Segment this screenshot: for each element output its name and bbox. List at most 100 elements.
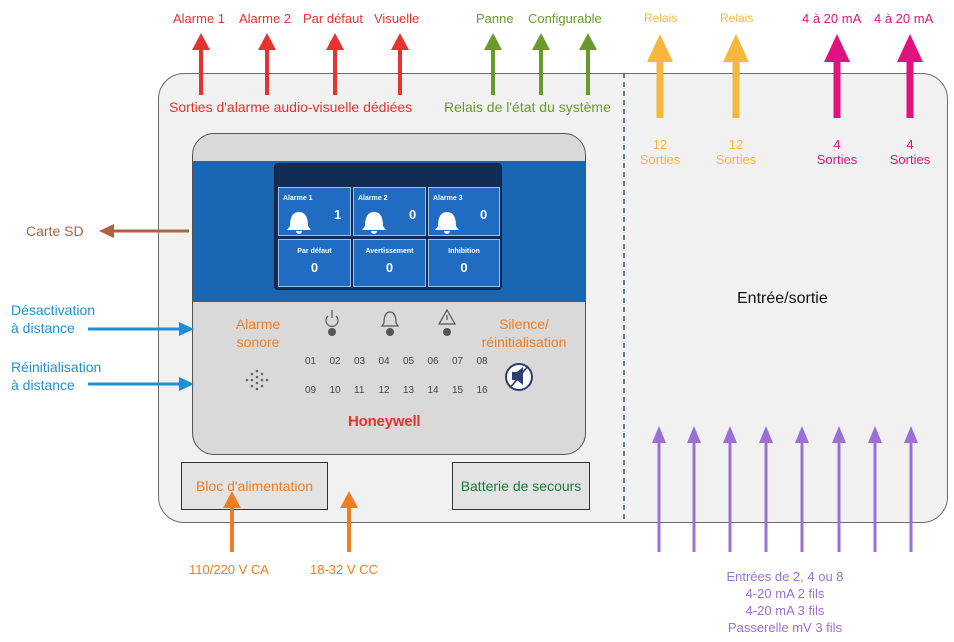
- inputs-label: Entrées de 2, 4 ou 8 4-20 mA 2 fils 4-20…: [700, 568, 870, 636]
- channel-label: 07: [452, 356, 464, 367]
- inputs-line3: 4-20 mA 3 fils: [745, 603, 825, 618]
- sd-card-label: Carte SD: [26, 223, 84, 239]
- audio-visual-group-label: Sorties d'alarme audio-visuelle dédiées: [169, 99, 413, 115]
- label-alarm-1: Alarme 1: [173, 11, 226, 26]
- count-number: 12: [652, 137, 668, 152]
- arrow-analog-2: [897, 34, 923, 62]
- channel-label: 12: [378, 385, 390, 396]
- channel-label: 14: [427, 385, 439, 396]
- fault-led: [443, 328, 451, 336]
- arrow-remote-reset: [179, 377, 194, 391]
- arrow-alarm-1: [192, 33, 210, 50]
- tile-name: Avertissement: [365, 248, 414, 255]
- channel-label: 08: [476, 356, 488, 367]
- io-section-label: Entrée/sortie: [737, 290, 828, 307]
- remote-disable-line2: à distance: [11, 320, 75, 336]
- tile-value: 0: [480, 207, 488, 222]
- count-label: Sorties: [889, 152, 931, 167]
- tile-value: 0: [310, 260, 319, 275]
- speaker-grille: [245, 369, 269, 391]
- silence-label-line1: Silence/: [499, 316, 549, 332]
- arrow-relay-1: [647, 34, 673, 62]
- silence-label-line2: réinitialisation: [481, 334, 567, 350]
- remote-disable-line1: Désactivation: [11, 302, 96, 318]
- arrow-configurable-1: [532, 33, 550, 50]
- tile-value: 1: [334, 207, 342, 222]
- remote-reset-line1: Réinitialisation: [11, 359, 102, 375]
- count-number: 4: [906, 137, 914, 152]
- channel-label: 13: [403, 385, 415, 396]
- power-supply-box: Bloc d'alimentation: [181, 462, 328, 510]
- tile-inhibit: Inhibition 0: [428, 239, 500, 287]
- system-relay-group-label: Relais de l'état du système: [444, 99, 611, 115]
- count-number: 4: [833, 137, 841, 152]
- tile-value: 0: [385, 260, 394, 275]
- inputs-line1: Entrées de 2, 4 ou 8: [726, 569, 844, 584]
- inputs-line2: 4-20 mA 2 fils: [745, 586, 825, 601]
- channel-label: 11: [354, 385, 365, 396]
- arrow-fault: [484, 33, 502, 50]
- channel-label: 06: [427, 356, 439, 367]
- arrow-ac-power: [223, 491, 241, 508]
- power-icon: [325, 315, 339, 327]
- arrow-dc-power: [340, 491, 358, 508]
- label-relay-1: Relais: [644, 11, 678, 25]
- analog-count-2: 4 Sorties: [880, 137, 940, 167]
- relay-count-2: 12 Sorties: [706, 137, 766, 167]
- bell-outline-icon: [380, 311, 400, 327]
- arrow-analog-1: [824, 34, 850, 62]
- count-label: Sorties: [715, 152, 757, 167]
- sounder-label-line1: Alarme: [235, 316, 281, 332]
- arrow-remote-disable: [179, 322, 194, 336]
- label-visual: Visuelle: [374, 11, 420, 26]
- channel-leds-row1: 01 02 03 04 05 06 07 08: [305, 356, 501, 367]
- bell-icon: [435, 212, 459, 234]
- channel-label: 02: [329, 356, 341, 367]
- bell-icon: [362, 212, 386, 234]
- tile-name: Alarme 1: [283, 195, 313, 202]
- tile-name: Alarme 3: [433, 195, 463, 202]
- brand-logo: Honeywell: [348, 413, 421, 430]
- power-led: [328, 328, 336, 336]
- backup-battery-label: Batterie de secours: [460, 478, 582, 494]
- label-relay-2: Relais: [720, 11, 754, 25]
- silence-label: Silence/ réinitialisation: [476, 315, 572, 351]
- channel-label: 10: [329, 385, 341, 396]
- remote-reset-label: Réinitialisation à distance: [11, 358, 101, 394]
- label-alarm-2: Alarme 2: [239, 11, 292, 26]
- mute-icon: [505, 363, 533, 391]
- tile-warning: Avertissement 0: [353, 239, 426, 287]
- count-number: 12: [728, 137, 744, 152]
- arrow-alarm-2: [258, 33, 276, 50]
- label-fault: Panne: [476, 11, 514, 26]
- sounder-label-line2: sonore: [236, 334, 280, 350]
- channel-leds-row2: 09 10 11 12 13 14 15 16: [305, 385, 501, 396]
- label-analog-2: 4 à 20 mA: [874, 11, 934, 26]
- warning-icon: [437, 308, 457, 325]
- label-default: Par défaut: [303, 11, 363, 26]
- tile-value: 0: [460, 260, 468, 275]
- channel-label: 15: [452, 385, 464, 396]
- inputs-line4: Passerelle mV 3 fils: [727, 620, 843, 635]
- arrow-sd-card: [99, 224, 114, 238]
- analog-count-1: 4 Sorties: [807, 137, 867, 167]
- dc-power-label: 18-32 V CC: [310, 562, 378, 577]
- arrow-relay-2: [723, 34, 749, 62]
- arrow-default: [326, 33, 344, 50]
- channel-label: 16: [476, 385, 488, 396]
- channel-label: 09: [305, 385, 317, 396]
- count-label: Sorties: [639, 152, 681, 167]
- relay-count-1: 12 Sorties: [630, 137, 690, 167]
- count-label: Sorties: [816, 152, 858, 167]
- sounder-label: Alarme sonore: [226, 315, 290, 351]
- power-supply-label: Bloc d'alimentation: [195, 478, 314, 494]
- tile-name: Inhibition: [448, 248, 480, 255]
- channel-label: 04: [378, 356, 390, 367]
- channel-label: 01: [305, 356, 317, 367]
- arrow-visual: [391, 33, 409, 50]
- tile-name: Par défaut: [297, 248, 332, 255]
- bell-icon: [287, 212, 311, 234]
- display-screen: Alarme 1 1 Alarme 2 0 Alarme 3 0 Par déf…: [274, 163, 502, 290]
